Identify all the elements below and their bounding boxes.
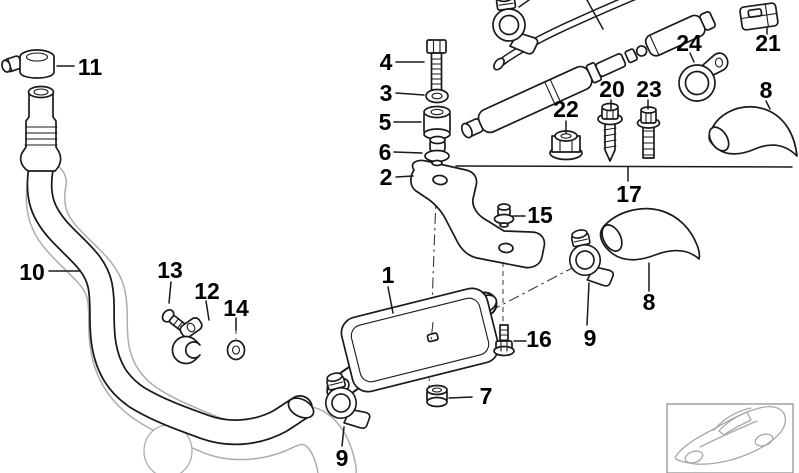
collar-nut [426, 384, 448, 408]
callout-24: 24 [676, 30, 702, 56]
leader-top-clamp [518, 0, 530, 8]
hook-clip [171, 317, 203, 365]
callout-14: 14 [223, 295, 249, 321]
bolt-short [493, 324, 515, 357]
callout-17: 17 [616, 181, 642, 207]
group-line-17 [455, 165, 793, 182]
cable-clip [739, 2, 779, 31]
callout-9a: 9 [336, 445, 349, 471]
callout-16: 16 [526, 326, 552, 352]
callout-11: 11 [78, 54, 103, 80]
callout-7: 7 [480, 383, 493, 409]
self-tapping-screw [597, 102, 623, 162]
hose-clamp [1, 49, 55, 79]
callout-4: 4 [380, 49, 393, 75]
callouts: 11 10 13 12 14 4 3 5 6 2 1 15 16 7 9 9 8… [19, 30, 781, 471]
callout-21: 21 [755, 30, 781, 56]
elbow-hose-mid [599, 207, 701, 261]
flange-lock-nut [549, 130, 583, 161]
rubber-grommet [424, 135, 450, 167]
thin-pipe [493, 0, 637, 71]
vehicle-inset [666, 403, 794, 473]
washer [425, 88, 449, 104]
callout-8b: 8 [760, 77, 773, 103]
callout-15: 15 [527, 202, 553, 228]
callout-22: 22 [553, 96, 579, 122]
spacer-sleeve [423, 105, 451, 140]
muffler [326, 287, 500, 401]
elbow-hose-top [708, 105, 798, 157]
rubber-grommet-small [493, 203, 515, 228]
callout-5: 5 [379, 109, 392, 135]
hex-flange-bolt [636, 106, 661, 159]
dosing-rod-assembly [460, 11, 717, 139]
callout-8a: 8 [643, 289, 656, 315]
hex-bolt-long [426, 39, 447, 92]
callout-13: 13 [157, 257, 183, 283]
p-clip [678, 52, 729, 102]
callout-2: 2 [380, 164, 393, 190]
callout-1: 1 [382, 262, 395, 288]
leader-rod [586, 0, 604, 30]
callout-10: 10 [19, 259, 45, 285]
callout-12: 12 [194, 278, 220, 304]
car-silhouette [674, 405, 787, 465]
formed-hose [19, 85, 315, 446]
callout-9b: 9 [584, 325, 597, 351]
callout-3: 3 [380, 80, 393, 106]
leader-lines [48, 27, 771, 447]
callout-6: 6 [379, 139, 392, 165]
callout-23: 23 [636, 76, 662, 102]
callout-20: 20 [599, 76, 625, 102]
washer-small [226, 339, 246, 361]
mounting-bracket [410, 159, 546, 269]
